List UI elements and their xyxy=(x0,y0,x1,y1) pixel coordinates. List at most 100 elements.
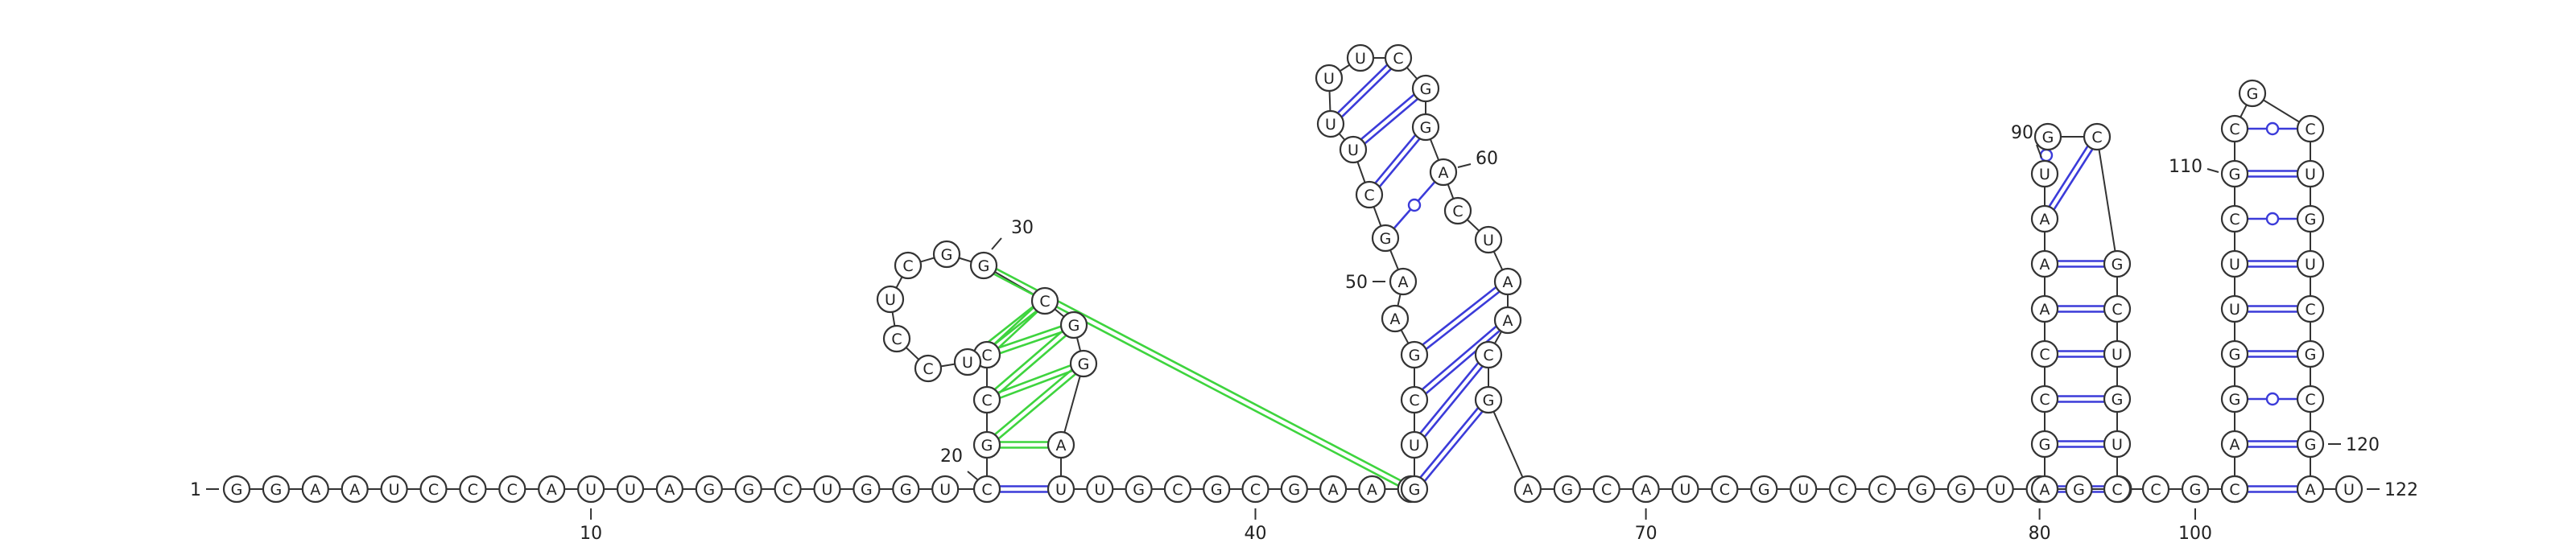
nucleotide: C xyxy=(2030,339,2059,368)
nucleotide: U xyxy=(1400,430,1429,459)
nucleotide: A xyxy=(2030,204,2059,233)
nucleotide: C xyxy=(2296,114,2325,143)
nucleotide-circle xyxy=(419,475,448,504)
nucleotide-letter: G xyxy=(2305,346,2317,364)
nucleotide-letter: A xyxy=(310,481,320,499)
nucleotide-letter: C xyxy=(2112,481,2122,499)
nucleotide: C xyxy=(972,475,1001,504)
nucleotide-circle xyxy=(2030,385,2059,413)
nucleotide: G xyxy=(2030,430,2059,459)
nucleotide-letter: G xyxy=(1288,481,1300,499)
nucleotide: C xyxy=(882,324,911,353)
nucleotide-circle xyxy=(1553,475,1581,504)
nucleotide-letter: C xyxy=(2150,481,2161,499)
nucleotide-circle xyxy=(1592,475,1620,504)
nucleotide: C xyxy=(2141,475,2170,504)
nucleotide-circle xyxy=(2083,122,2112,151)
label-tick xyxy=(1457,163,1472,168)
nucleotide: G xyxy=(1474,385,1503,414)
pseudoknot-pair xyxy=(996,268,1402,482)
nucleotide-circle xyxy=(1346,43,1375,72)
nucleotide-circle xyxy=(616,475,645,504)
nucleotide-letter: G xyxy=(900,481,912,499)
nucleotide: U xyxy=(2220,294,2249,323)
nucleotide-circle xyxy=(1411,113,1440,142)
nucleotide-letter: U xyxy=(2305,256,2316,274)
position-label: 100 xyxy=(2178,524,2212,544)
nucleotide-letter: C xyxy=(1364,187,1374,204)
nucleotide: A xyxy=(538,475,566,504)
nucleotide-circle xyxy=(1400,385,1429,414)
nucleotide: C xyxy=(1400,385,1429,414)
nucleotide: A xyxy=(655,475,684,504)
nucleotide-circle xyxy=(1671,475,1699,504)
wobble-marker xyxy=(1407,198,1422,212)
nucleotide-letter: A xyxy=(1390,311,1401,328)
nucleotide-letter: U xyxy=(1055,481,1067,499)
nucleotide-circle xyxy=(894,251,923,280)
nucleotide-circle xyxy=(459,475,487,504)
canonical-pair xyxy=(1422,325,1497,390)
nucleotide: U xyxy=(1671,475,1699,504)
nucleotide: G xyxy=(1946,475,1975,504)
nucleotide: C xyxy=(2083,122,2112,151)
nucleotide-letter: A xyxy=(2040,256,2050,274)
nucleotide: U xyxy=(813,475,841,504)
nucleotide: G xyxy=(1069,349,1098,378)
nucleotide: C xyxy=(2296,385,2325,413)
wobble-marker xyxy=(2265,392,2280,406)
nucleotide-letter: A xyxy=(1328,481,1339,499)
nucleotide-letter: G xyxy=(2073,481,2085,499)
nucleotide-circle xyxy=(2030,339,2059,368)
nucleotide-circle xyxy=(301,475,329,504)
canonical-pair xyxy=(1423,365,1484,438)
pseudoknot-pair xyxy=(997,364,1071,394)
nucleotide-circle xyxy=(892,475,920,504)
nucleotide: G xyxy=(2103,385,2132,413)
nucleotide-circle xyxy=(2220,249,2249,278)
nucleotide: C xyxy=(972,385,1001,414)
label-tick xyxy=(991,237,1002,250)
position-label: 70 xyxy=(1635,524,1657,544)
nucleotide-letter: C xyxy=(1452,203,1463,220)
nucleotide: G xyxy=(1280,475,1308,504)
nucleotide-letter: C xyxy=(1172,481,1183,499)
nucleotide: U xyxy=(1315,64,1344,93)
nucleotide-letter: U xyxy=(2112,346,2123,364)
nucleotide-circle xyxy=(2296,249,2325,278)
nucleotide: A xyxy=(1429,158,1458,187)
nucleotide-circle xyxy=(341,475,369,504)
nucleotide: C xyxy=(1592,475,1620,504)
nucleotide: G xyxy=(1411,113,1440,142)
nucleotide: U xyxy=(380,475,408,504)
nucleotide: G xyxy=(2296,430,2325,459)
nucleotide-letter: U xyxy=(585,481,597,499)
nucleotide: C xyxy=(2220,475,2249,504)
nucleotide-letter: C xyxy=(2039,391,2050,409)
nucleotide: C xyxy=(498,475,526,504)
nucleotide-letter: A xyxy=(547,481,557,499)
nucleotide: G xyxy=(1371,224,1400,253)
nucleotide: G xyxy=(2220,339,2249,368)
nucleotide: A xyxy=(1389,267,1418,296)
nucleotide-letter: U xyxy=(822,481,833,499)
nucleotide-circle xyxy=(2296,430,2325,459)
nucleotide-letter: A xyxy=(2230,436,2240,454)
nucleotide-circle xyxy=(2103,475,2132,504)
canonical-pair xyxy=(2053,148,2094,211)
wobble-marker xyxy=(2265,121,2280,136)
nucleotide-circle xyxy=(972,430,1001,459)
nucleotide-circle xyxy=(1493,306,1522,335)
nucleotide-letter: G xyxy=(2190,481,2202,499)
position-label: 122 xyxy=(2384,480,2418,500)
backbone-segment xyxy=(1060,363,1084,446)
nucleotide: C xyxy=(1241,475,1269,504)
nucleotide-circle xyxy=(1203,475,1231,504)
nucleotide: A xyxy=(2030,294,2059,323)
nucleotide-circle xyxy=(734,475,762,504)
nucleotide-letter: C xyxy=(923,360,933,378)
nucleotide: U xyxy=(2220,249,2249,278)
nucleotide-letter: C xyxy=(2229,121,2240,138)
canonical-pair xyxy=(1378,138,1421,187)
nucleotide-circle xyxy=(1384,43,1413,72)
